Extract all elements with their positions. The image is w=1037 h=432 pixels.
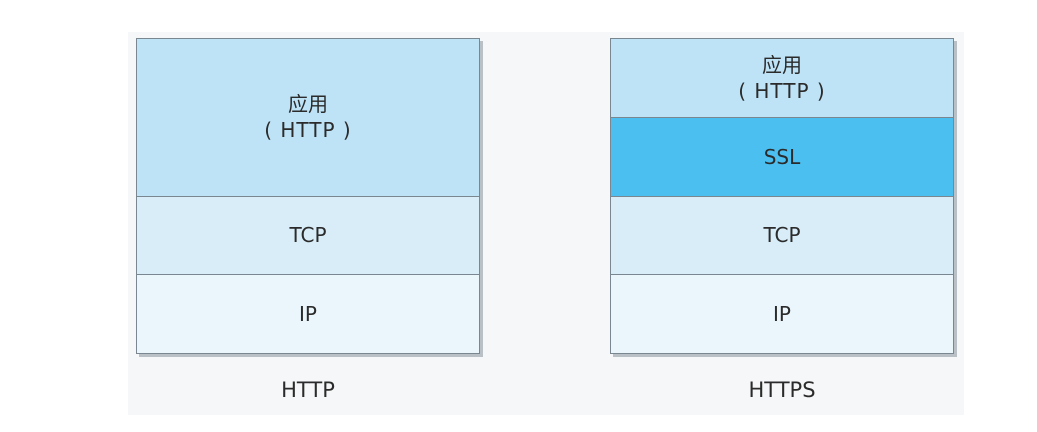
- application-layer-title: 应用: [762, 53, 802, 78]
- https-stack-caption: HTTPS: [748, 378, 816, 402]
- tcp-layer-label: TCP: [763, 223, 801, 248]
- tcp-layer-label: TCP: [289, 223, 327, 248]
- http-protocol-stack: 应用 ( HTTP ) TCP IP: [136, 38, 480, 354]
- http-stack-caption: HTTP: [281, 378, 335, 402]
- application-layer: 应用 ( HTTP ): [137, 39, 479, 196]
- ssl-layer-label: SSL: [763, 144, 801, 169]
- application-layer-protocol: ( HTTP ): [738, 79, 826, 104]
- tcp-layer: TCP: [611, 195, 953, 274]
- application-layer-protocol: ( HTTP ): [264, 118, 352, 143]
- application-layer-title: 应用: [288, 92, 328, 117]
- ssl-layer: SSL: [611, 117, 953, 196]
- ip-layer: IP: [611, 273, 953, 353]
- ip-layer: IP: [137, 273, 479, 353]
- ip-layer-label: IP: [773, 301, 791, 326]
- tcp-layer: TCP: [137, 195, 479, 274]
- https-protocol-stack: 应用 ( HTTP ) SSL TCP IP: [610, 38, 954, 354]
- ip-layer-label: IP: [299, 301, 317, 326]
- application-layer: 应用 ( HTTP ): [611, 39, 953, 118]
